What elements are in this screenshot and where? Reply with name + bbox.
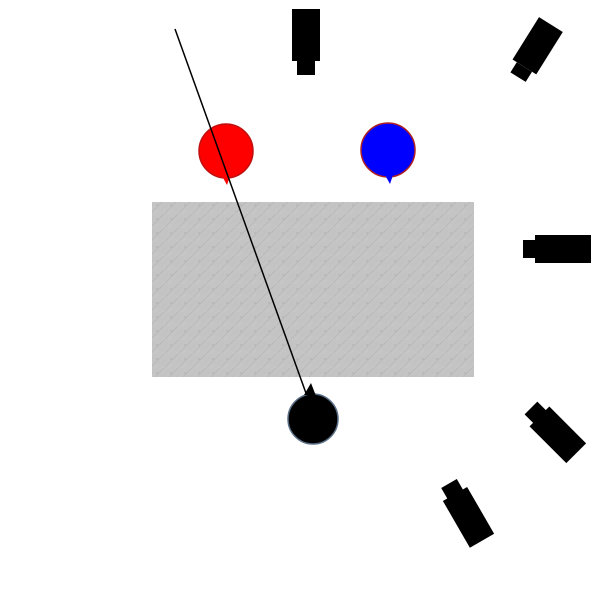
aim-line: [174, 28, 308, 397]
cannon[interactable]: [523, 235, 591, 263]
cannon[interactable]: [437, 477, 495, 548]
cannon[interactable]: [292, 9, 320, 75]
blue-ball[interactable]: [360, 122, 416, 184]
cannon[interactable]: [506, 17, 563, 84]
cannon[interactable]: [521, 398, 587, 464]
black-ball[interactable]: [287, 383, 339, 445]
obstacle-block: [152, 202, 474, 377]
red-ball[interactable]: [198, 123, 254, 185]
